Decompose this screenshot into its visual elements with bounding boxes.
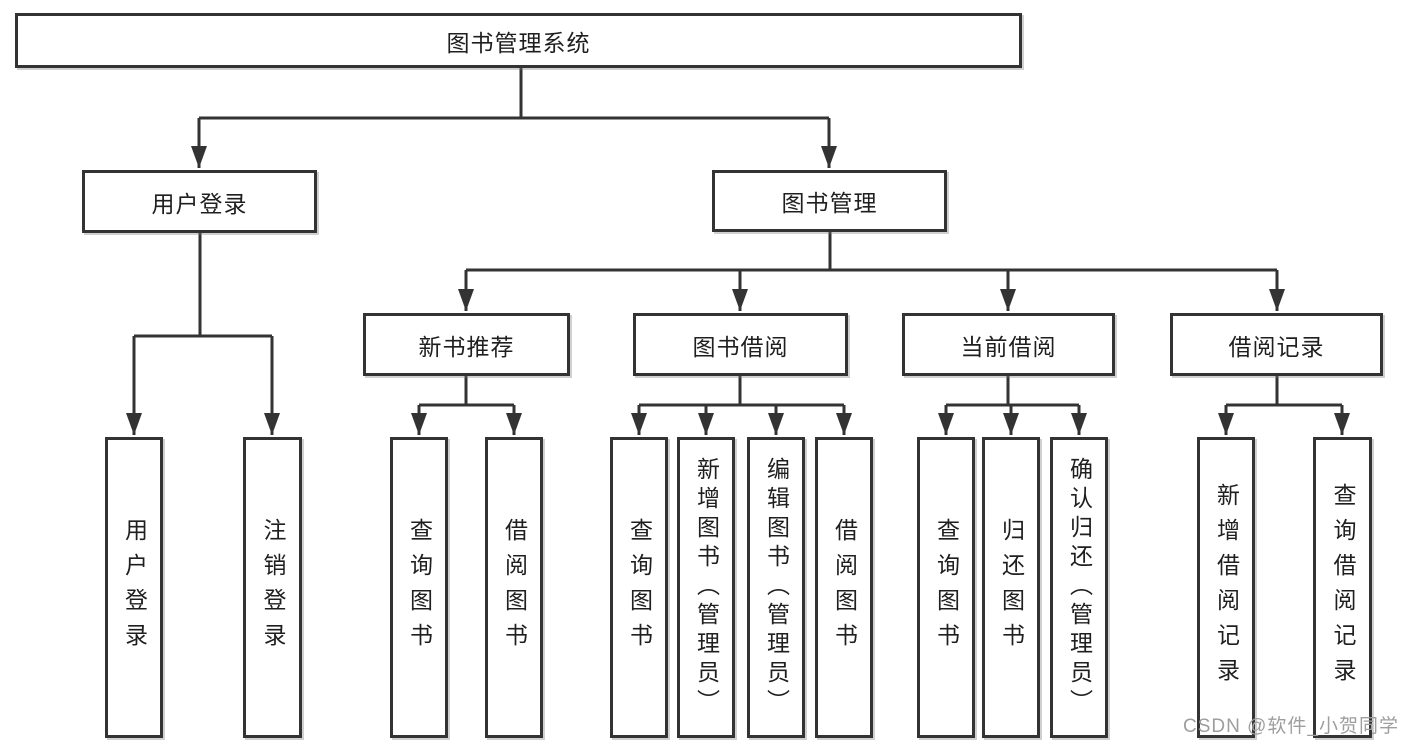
node-borrow-records: 借阅记录 <box>1170 313 1383 376</box>
leaf-bb-borrow-books-label: 借阅图书 <box>831 517 858 658</box>
leaf-bb-edit-books: 编辑图书（管理员） <box>747 437 805 738</box>
node-new-books: 新书推荐 <box>363 313 570 376</box>
node-book-mgmt: 图书管理 <box>712 170 947 232</box>
connector-current-borrow-to-leaves <box>938 376 1087 435</box>
connector-user-login-to-leaves <box>126 233 280 435</box>
node-new-books-label: 新书推荐 <box>418 333 515 360</box>
leaf-cb-confirm-return: 确认归还（管理员） <box>1050 437 1108 738</box>
node-book-borrow: 图书借阅 <box>633 313 848 376</box>
node-book-borrow-label: 图书借阅 <box>692 333 789 360</box>
leaf-br-add-record-label: 新增借阅记录 <box>1213 482 1240 693</box>
leaf-br-add-record: 新增借阅记录 <box>1197 437 1255 738</box>
csdn-watermark: CSDN @软件_小贺同学 <box>1183 716 1399 737</box>
leaf-logout-label: 注销登录 <box>260 517 286 658</box>
leaf-bb-add-books: 新增图书（管理员） <box>677 437 735 738</box>
node-current-borrow: 当前借阅 <box>902 313 1115 376</box>
leaf-nb-query-books-label: 查询图书 <box>406 517 433 658</box>
node-root-label: 图书管理系统 <box>446 29 591 56</box>
node-user-login: 用户登录 <box>82 170 317 233</box>
leaf-br-query-record-label: 查询借阅记录 <box>1330 482 1356 693</box>
leaf-nb-query-books: 查询图书 <box>390 437 448 738</box>
connector-book-mgmt-to-level2 <box>458 232 1285 311</box>
leaf-bb-query-books: 查询图书 <box>610 437 668 738</box>
leaf-cb-query-books-label: 查询图书 <box>933 517 960 658</box>
leaf-logout: 注销登录 <box>243 437 302 738</box>
node-book-mgmt-label: 图书管理 <box>781 190 878 216</box>
leaf-cb-return-books-label: 归还图书 <box>998 517 1025 658</box>
leaf-nb-borrow-books: 借阅图书 <box>485 437 543 738</box>
leaf-cb-return-books: 归还图书 <box>982 437 1040 738</box>
node-borrow-records-label: 借阅记录 <box>1228 333 1325 360</box>
leaf-cb-confirm-return-label: 确认归还（管理员） <box>1066 457 1093 718</box>
connector-book-borrow-to-leaves <box>631 376 852 435</box>
connector-root-to-level1 <box>191 68 837 168</box>
leaf-bb-borrow-books: 借阅图书 <box>815 437 873 738</box>
leaf-bb-edit-books-label: 编辑图书（管理员） <box>763 457 790 718</box>
connector-new-books-to-leaves <box>411 376 522 435</box>
node-current-borrow-label: 当前借阅 <box>960 333 1057 360</box>
node-user-login-label: 用户登录 <box>151 190 248 217</box>
leaf-br-query-record: 查询借阅记录 <box>1313 437 1372 738</box>
connector-borrow-records-to-leaves <box>1218 376 1350 435</box>
leaf-user-login-label: 用户登录 <box>121 517 148 658</box>
leaf-bb-query-books-label: 查询图书 <box>626 517 653 658</box>
leaf-nb-borrow-books-label: 借阅图书 <box>501 517 528 658</box>
leaf-user-login: 用户登录 <box>105 437 163 738</box>
leaf-cb-query-books: 查询图书 <box>917 437 975 738</box>
leaf-bb-add-books-label: 新增图书（管理员） <box>693 457 720 718</box>
node-root: 图书管理系统 <box>15 13 1022 68</box>
